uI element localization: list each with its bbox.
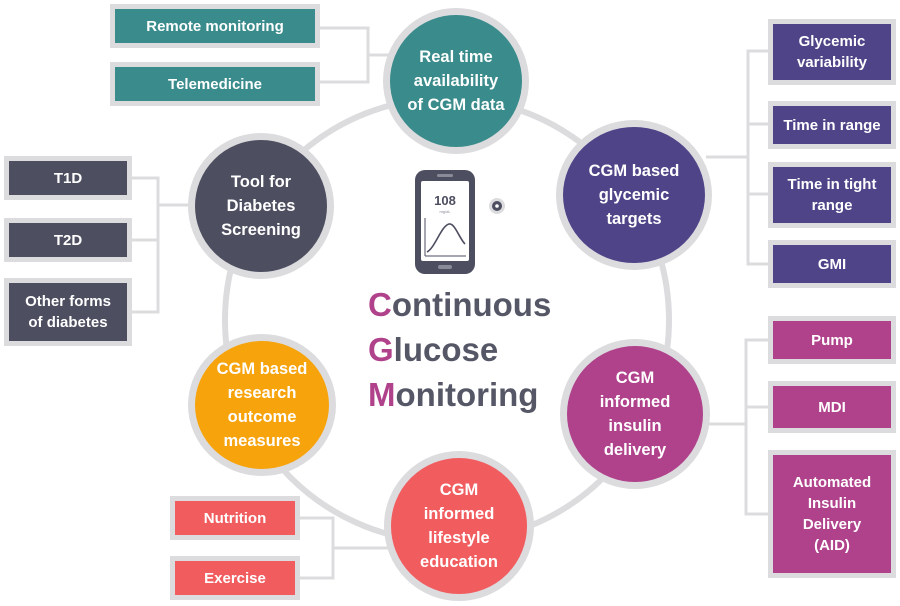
sensor-icon-dot (495, 204, 499, 208)
hub-screening-label: Tool for Diabetes Screening (221, 173, 301, 239)
tag-tir-label: Time in range (783, 116, 881, 134)
phone-speaker (437, 174, 453, 177)
title-line-continuous: Continuous (368, 282, 578, 327)
title-initial-c: C (368, 286, 392, 323)
tag-automated-insulin-delivery: Automated Insulin Delivery (AID) (768, 450, 896, 578)
tag-titr-label: Time in tight range (787, 176, 877, 214)
tag-pump-label: Pump (811, 331, 853, 349)
tag-nutrition: Nutrition (170, 496, 300, 540)
tag-telemedicine: Telemedicine (110, 62, 320, 106)
title-initial-g: G (368, 331, 394, 368)
title-line-monitoring: Monitoring (368, 372, 578, 417)
tag-exercise: Exercise (170, 556, 300, 600)
hub-insulin-delivery: CGM informed insulin delivery (560, 339, 710, 489)
title-initial-m: M (368, 376, 396, 413)
title-rest-continuous: ontinuous (391, 286, 552, 323)
tag-time-in-range: Time in range (768, 101, 896, 149)
tag-time-in-tight-range: Time in tight range (768, 162, 896, 228)
tag-gmi: GMI (768, 240, 896, 288)
tag-remote-label: Remote monitoring (146, 17, 284, 35)
tag-mdi: MDI (768, 381, 896, 433)
title-rest-monitoring: onitoring (395, 376, 539, 413)
hub-insulin-label: CGM informed insulin delivery (599, 369, 671, 459)
cgm-phone-icon: 108 mg/dL (415, 170, 505, 274)
connector-teal-group (318, 26, 370, 84)
tag-mdi-label: MDI (818, 398, 846, 416)
title-line-glucose: Glucose (368, 327, 578, 372)
tag-pump: Pump (768, 316, 896, 364)
tag-variability-label: Glycemic variability (796, 33, 868, 71)
tag-other-diabetes: Other forms of diabetes (4, 278, 132, 346)
hub-research-label: CGM based research outcome measures (216, 360, 308, 450)
tag-telemedicine-label: Telemedicine (168, 75, 262, 93)
tag-exercise-label: Exercise (204, 569, 266, 587)
tag-aid-label: Automated Insulin Delivery (AID) (792, 474, 872, 554)
hub-glycemic-targets: CGM based glycemic targets (556, 120, 712, 270)
hub-diabetes-screening: Tool for Diabetes Screening (188, 133, 334, 279)
connector-coral-group (298, 516, 335, 580)
tag-other-label: Other forms of diabetes (25, 293, 111, 331)
tag-t2d: T2D (4, 218, 132, 262)
diagram-title: Continuous Glucose Monitoring (368, 282, 578, 417)
phone-screen (421, 181, 469, 261)
connector-purple-group (746, 49, 770, 266)
tag-glycemic-variability: Glycemic variability (768, 19, 896, 85)
hub-targets-label: CGM based glycemic targets (588, 162, 680, 228)
mini-chart-axes (424, 218, 466, 257)
tag-nutrition-label: Nutrition (203, 509, 267, 527)
hub-research-outcomes: CGM based research outcome measures (188, 334, 336, 476)
title-rest-glucose: lucose (393, 331, 499, 368)
hub-lifestyle-label: CGM informed lifestyle education (420, 481, 498, 571)
connector-slate-group (130, 176, 160, 314)
tag-t1d-label: T1D (53, 169, 83, 187)
glucose-unit: mg/dL (439, 209, 451, 214)
connector-magenta-group (744, 338, 770, 516)
tag-t2d-label: T2D (53, 231, 83, 249)
glucose-trend-curve (426, 223, 466, 253)
hub-realtime-data: Real time availability of CGM data (383, 8, 529, 154)
glucose-reading: 108 (434, 193, 456, 208)
tag-remote-monitoring: Remote monitoring (110, 4, 320, 48)
phone-home-button (438, 265, 452, 269)
hub-realtime-label: Real time availability of CGM data (407, 48, 505, 114)
hub-lifestyle-education: CGM informed lifestyle education (384, 451, 534, 601)
tag-t1d: T1D (4, 156, 132, 200)
tag-gmi-label: GMI (817, 255, 847, 273)
